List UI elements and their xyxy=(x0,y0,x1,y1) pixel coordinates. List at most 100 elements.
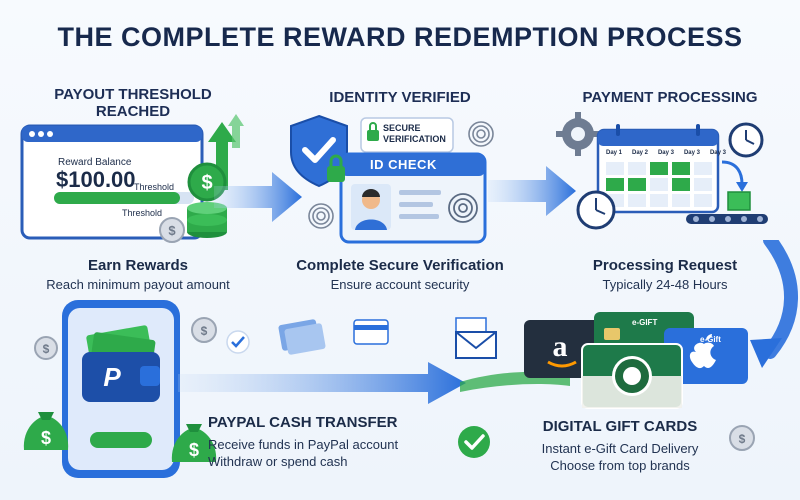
gift-cards-title: DIGITAL GIFT CARDS xyxy=(542,418,698,435)
clock-icon xyxy=(728,122,764,158)
money-bag-icon: $ xyxy=(23,412,69,450)
threshold-heading-line1: PAYOUT THRESHOLD xyxy=(54,86,212,103)
svg-text:$: $ xyxy=(43,342,50,356)
phone-confirm-button[interactable] xyxy=(90,432,152,448)
gift-cards-illustration: a xyxy=(524,312,748,409)
right-arrow-icon xyxy=(488,166,576,216)
silver-coin-icon: $ xyxy=(159,217,185,243)
calendar-grid xyxy=(606,162,712,207)
gift-subtitle-line1: Instant e-Gift Card Delivery xyxy=(541,441,699,456)
processing-heading: PAYMENT PROCESSING xyxy=(582,89,758,106)
id-check-title: ID CHECK xyxy=(370,157,437,172)
secure-verification-label: SECURE VERIFICATION xyxy=(383,123,446,145)
checkmark-icon xyxy=(464,434,485,450)
arrow-head-icon xyxy=(750,338,782,368)
id-line xyxy=(399,202,433,207)
wallet-clasp xyxy=(140,366,160,386)
flow-arrow-curve xyxy=(750,240,798,368)
right-arrow-icon xyxy=(178,362,466,404)
money-bag-icon: $ xyxy=(171,424,217,462)
flow-arrow-2 xyxy=(488,166,576,216)
silver-coin-icon: $ xyxy=(34,336,58,360)
starbucks-logo-center xyxy=(623,367,641,385)
verification-subtitle: Ensure account security xyxy=(330,277,470,292)
flow-arrow-3 xyxy=(178,362,466,404)
fingerprint-icon xyxy=(468,121,494,147)
arrow-head-icon xyxy=(736,182,748,192)
gear-icon xyxy=(556,112,600,156)
package-icon xyxy=(727,191,751,211)
padlock-icon xyxy=(367,122,379,141)
secure-label-line2: VERIFICATION xyxy=(383,134,446,144)
window-dot-icon xyxy=(47,131,53,137)
gift-cards-subtitle: Instant e-Gift Card Delivery Choose from… xyxy=(500,440,740,474)
secure-label-line1: SECURE xyxy=(383,123,421,133)
credit-card-icon xyxy=(278,319,326,355)
svg-text:$: $ xyxy=(201,324,208,338)
identity-heading: IDENTITY VERIFIED xyxy=(329,89,471,106)
check-circle-icon xyxy=(226,330,250,354)
silver-coin-icon: $ xyxy=(729,425,755,451)
svg-text:$: $ xyxy=(201,172,212,194)
apple-leaf-icon xyxy=(706,334,712,340)
fingerprint-icon xyxy=(448,193,478,223)
id-line xyxy=(399,190,441,195)
paypal-subtitle-line1: Receive funds in PayPal account xyxy=(208,437,399,452)
up-arrow-icon xyxy=(208,122,236,190)
svg-text:$: $ xyxy=(739,432,746,446)
calendar-day-labels: Day 1 Day 2 Day 3 Day 3 Day 3 xyxy=(606,150,726,156)
id-card-header xyxy=(341,154,485,176)
verification-title: Complete Secure Verification xyxy=(296,257,504,274)
calendar-header xyxy=(598,130,718,146)
flow-arrow-1 xyxy=(214,172,302,222)
paypal-transfer-subtitle: Receive funds in PayPal account Withdraw… xyxy=(208,436,398,470)
reward-balance-value: $100.00 xyxy=(56,167,136,192)
threshold-progress-fill xyxy=(54,192,180,204)
check-circle-icon xyxy=(458,426,490,458)
earn-rewards-subtitle: Reach minimum payout amount xyxy=(46,277,230,292)
gift-subtitle-line2: Choose from top brands xyxy=(550,458,690,473)
person-avatar-icon xyxy=(355,189,387,230)
apple-logo-icon xyxy=(689,342,716,369)
card-chip-icon xyxy=(604,328,620,340)
right-arrow-icon xyxy=(214,172,302,222)
window-dot-icon xyxy=(38,131,44,137)
amazon-smile-icon xyxy=(547,360,577,368)
paypal-logo-icon: P xyxy=(103,362,121,392)
clock-icon xyxy=(576,190,616,230)
calendar-ring xyxy=(616,124,620,136)
reward-balance-illustration: $ $ xyxy=(20,114,244,243)
curved-flow-arrow xyxy=(763,240,798,359)
threshold-heading: PAYOUT THRESHOLD REACHED xyxy=(18,86,248,120)
floating-icons xyxy=(226,317,497,359)
amazon-logo-icon: a xyxy=(553,330,568,363)
svg-text:$: $ xyxy=(189,440,199,460)
threshold-label-bottom: Threshold xyxy=(122,208,163,218)
day-label: Day 3 xyxy=(657,150,674,156)
credit-card-icon xyxy=(353,319,389,345)
fingerprint-icon xyxy=(308,203,334,229)
processing-request-subtitle: Typically 24-48 Hours xyxy=(602,277,728,292)
window-dot-icon xyxy=(29,131,35,137)
conveyor-roller xyxy=(693,216,699,222)
conveyor-roller xyxy=(757,216,763,222)
email-envelope-icon xyxy=(455,317,497,359)
reward-balance-label: Reward Balance xyxy=(58,157,132,168)
egift-label-2: e-Gift xyxy=(700,335,721,344)
id-line xyxy=(399,214,439,219)
threshold-heading-line2: REACHED xyxy=(95,103,171,120)
day-label: Day 2 xyxy=(631,150,648,156)
processing-request-title: Processing Request xyxy=(592,257,738,274)
day-label: Day 3 xyxy=(709,150,726,156)
conveyor-roller xyxy=(709,216,715,222)
earn-rewards-title: Earn Rewards xyxy=(87,257,189,274)
day-label: Day 3 xyxy=(683,150,700,156)
svg-text:$: $ xyxy=(41,428,51,448)
browser-titlebar xyxy=(22,126,202,142)
page-title: THE COMPLETE REWARD REDEMPTION PROCESS xyxy=(57,22,743,52)
wallet-icon xyxy=(82,352,160,402)
small-up-arrow-icon xyxy=(228,114,244,148)
egift-label-1: e-GIFT xyxy=(632,318,658,327)
day-label: Day 1 xyxy=(606,150,623,156)
padlock-icon xyxy=(327,154,345,182)
